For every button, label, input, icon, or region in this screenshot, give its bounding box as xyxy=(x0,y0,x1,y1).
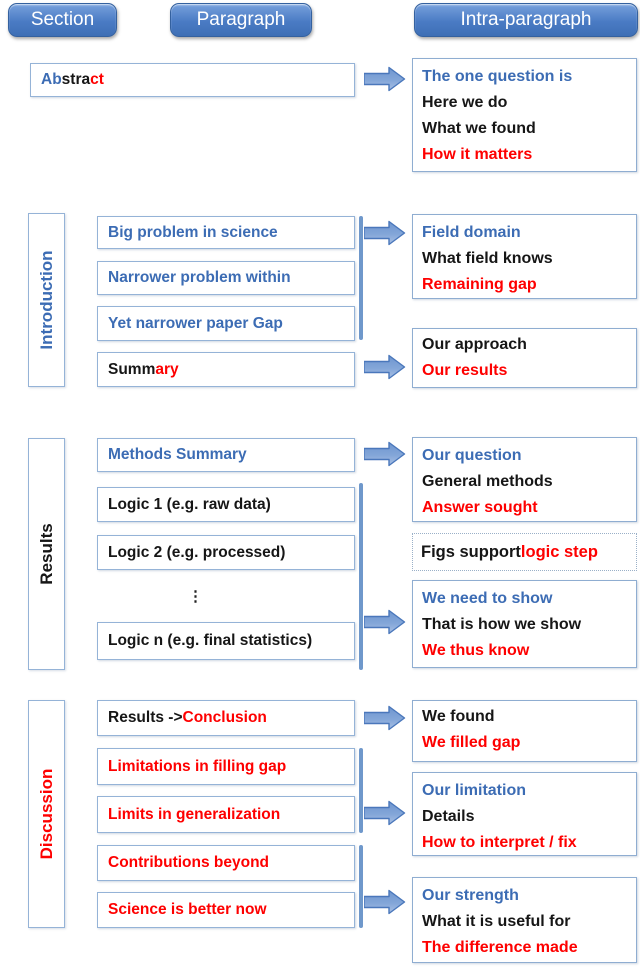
intra-line: How to interpret / fix xyxy=(422,834,577,851)
right-arrow-icon xyxy=(364,800,406,826)
right-arrow-icon xyxy=(364,705,406,731)
paragraph-box: Limitations in filling gap xyxy=(97,748,355,785)
header-chip-intra-paragraph: Intra-paragraph xyxy=(414,3,638,37)
header-chip-paragraph: Paragraph xyxy=(170,3,312,37)
intro-intra-box-top: Field domain What field knows Remaining … xyxy=(412,214,637,299)
paragraph-label: Methods Summary xyxy=(108,446,247,463)
figs-seg-red: logic step xyxy=(520,542,598,561)
paragraph-label: Logic 1 (e.g. raw data) xyxy=(108,495,271,513)
bracket-bar xyxy=(359,845,363,928)
intra-line: Our results xyxy=(422,362,508,379)
discussion-intra-box-bottom: Our strength What it is useful for The d… xyxy=(412,877,637,963)
bracket-bar xyxy=(359,216,363,340)
section-label-results: Results xyxy=(36,523,56,585)
right-arrow-icon xyxy=(364,66,406,92)
bracket-bar xyxy=(359,748,363,833)
intra-line: Our approach xyxy=(422,336,527,353)
paragraph-label: Big problem in science xyxy=(108,223,278,241)
vertical-ellipsis-icon: ⋮ xyxy=(188,588,203,605)
paragraph-label: Yet narrower paper Gap xyxy=(108,314,283,332)
paragraph-label: Limitations in filling gap xyxy=(108,757,287,775)
intra-line: What field knows xyxy=(422,250,553,267)
paragraph-label: Contributions beyond xyxy=(108,854,270,871)
paragraph-label-seg: Summ xyxy=(108,360,156,378)
results-intra-box-bottom: We need to show That is how we show We t… xyxy=(412,580,637,668)
paragraph-label-seg: Results -> xyxy=(108,709,183,726)
paragraph-label: Narrower problem within xyxy=(108,269,291,286)
section-box-results: Results xyxy=(28,438,65,670)
paragraph-label: Limits in generalization xyxy=(108,805,281,823)
header-chip-paragraph-label: Paragraph xyxy=(196,9,286,30)
paragraph-box: Big problem in science xyxy=(97,216,355,249)
paragraph-label: Logic n (e.g. final statistics) xyxy=(108,632,313,649)
section-label-introduction: Introduction xyxy=(36,250,56,350)
section-label-discussion: Discussion xyxy=(36,768,56,860)
paragraph-box: Science is better now xyxy=(97,892,355,928)
paragraph-box: Narrower problem within xyxy=(97,261,355,295)
abstract-seg-black: stra xyxy=(61,71,91,88)
intra-line: How it matters xyxy=(422,146,533,163)
intra-line: Our question xyxy=(422,447,522,464)
intra-line: What it is useful for xyxy=(422,913,571,930)
paragraph-box: Logic n (e.g. final statistics) xyxy=(97,622,355,660)
paragraph-box: Logic 1 (e.g. raw data) xyxy=(97,487,355,522)
intra-line: Answer sought xyxy=(422,499,538,516)
header-chip-section-label: Section xyxy=(30,9,95,30)
paragraph-label: Science is better now xyxy=(108,901,267,918)
intra-line: General methods xyxy=(422,473,553,490)
header-chip-section: Section xyxy=(8,3,117,37)
right-arrow-icon xyxy=(364,441,406,467)
right-arrow-icon xyxy=(364,609,406,635)
header-chip-intra-paragraph-label: Intra-paragraph xyxy=(460,9,592,30)
paragraph-label-seg: Conclusion xyxy=(182,709,267,726)
paragraph-box: Yet narrower paper Gap xyxy=(97,306,355,341)
right-arrow-icon xyxy=(364,220,406,246)
intra-line: Here we do xyxy=(422,94,508,111)
intra-line: Remaining gap xyxy=(422,276,537,293)
bracket-bar xyxy=(359,483,363,670)
abstract-intra-box: The one question is Here we do What we f… xyxy=(412,58,637,172)
right-arrow-icon xyxy=(364,354,406,380)
abstract-seg-blue: Ab xyxy=(41,71,62,88)
paragraph-box: Limits in generalization xyxy=(97,796,355,833)
abstract-seg-red: ct xyxy=(90,71,104,88)
intra-line: The difference made xyxy=(422,939,578,956)
discussion-intra-box-mid: Our limitation Details How to interpret … xyxy=(412,772,637,856)
right-arrow-icon xyxy=(364,889,406,915)
paragraph-box: Logic 2 (e.g. processed) xyxy=(97,535,355,570)
intra-line: The one question is xyxy=(422,68,573,85)
paragraph-box: Methods Summary xyxy=(97,438,355,472)
intra-line: We found xyxy=(422,708,495,725)
intra-line: We thus know xyxy=(422,642,530,659)
figs-support-box: Figs support logic step xyxy=(412,533,637,571)
intra-line: Our strength xyxy=(422,887,519,904)
intra-line: What we found xyxy=(422,120,536,137)
paragraph-label: Logic 2 (e.g. processed) xyxy=(108,543,286,561)
paragraph-box: Contributions beyond xyxy=(97,845,355,881)
intra-line: Details xyxy=(422,808,475,825)
results-intra-box-top: Our question General methods Answer soug… xyxy=(412,437,637,522)
intra-line: That is how we show xyxy=(422,616,582,633)
paragraph-box: Results -> Conclusion xyxy=(97,700,355,736)
discussion-intra-box-top: We found We filled gap xyxy=(412,700,637,762)
section-box-discussion: Discussion xyxy=(28,700,65,928)
intra-line: We need to show xyxy=(422,590,553,607)
section-box-introduction: Introduction xyxy=(28,213,65,387)
intra-line: Field domain xyxy=(422,224,521,241)
paragraph-label-seg: ary xyxy=(155,360,179,378)
intro-intra-box-bottom: Our approach Our results xyxy=(412,328,637,388)
figs-seg-black: Figs support xyxy=(421,542,521,561)
intra-line: Our limitation xyxy=(422,782,526,799)
intra-line: We filled gap xyxy=(422,734,521,751)
